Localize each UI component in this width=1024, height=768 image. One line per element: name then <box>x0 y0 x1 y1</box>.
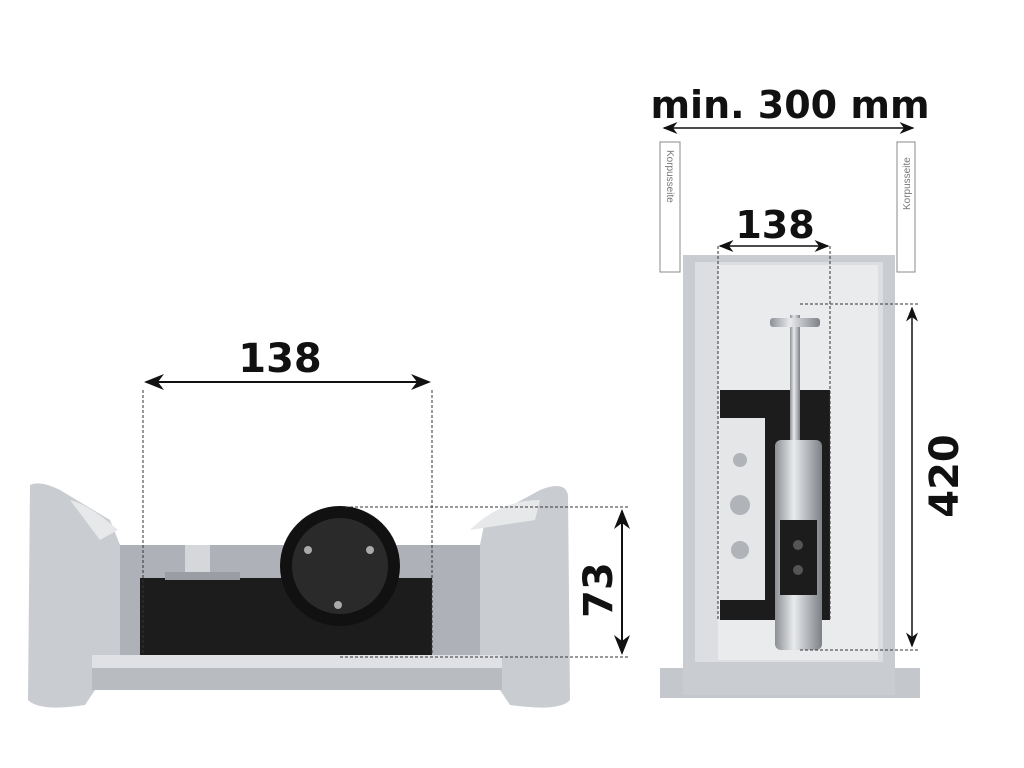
front-height-dimension: 73 <box>340 506 630 658</box>
cabinet-width-dimension: min. 300 mm <box>650 83 930 134</box>
korpusseite-left-label: Korpusseite <box>664 150 675 203</box>
front-height-label: 73 <box>576 562 622 618</box>
front-width-label: 138 <box>238 336 322 382</box>
inner-width-dimension: 138 <box>717 203 831 620</box>
front-view-device <box>140 506 432 655</box>
korpusseite-left-panel: Korpusseite <box>659 141 681 273</box>
inner-width-label: 138 <box>735 203 814 247</box>
length-dimension: 420 <box>800 303 968 651</box>
korpusseite-right-label: Korpusseite <box>902 157 913 210</box>
length-label: 420 <box>922 434 968 518</box>
top-view-device <box>720 315 830 650</box>
cabinet-width-label: min. 300 mm <box>650 83 929 127</box>
front-width-dimension: 138 <box>142 336 433 655</box>
korpusseite-right-panel: Korpusseite <box>896 141 916 273</box>
